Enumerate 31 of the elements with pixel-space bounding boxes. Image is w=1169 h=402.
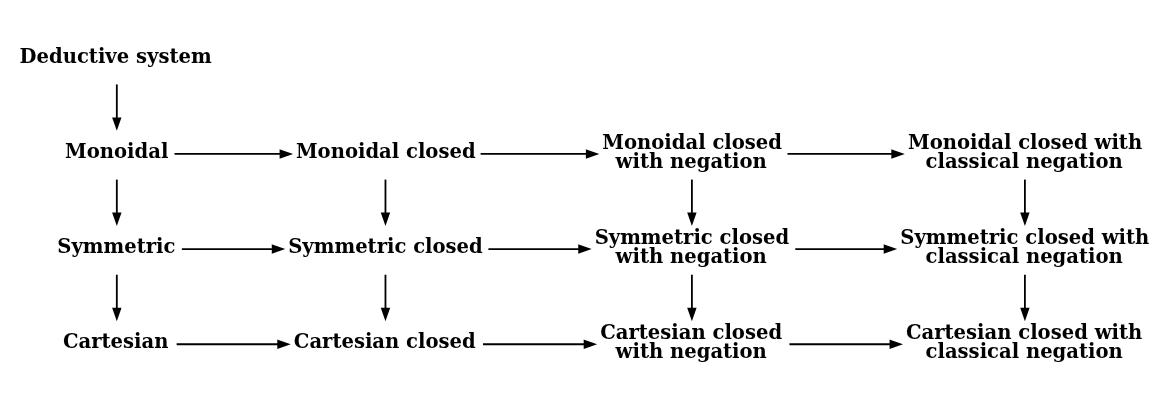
node-text: Symmetric: [57, 234, 176, 258]
arrow: [487, 243, 592, 254]
node-text: Monoidal closed with negation: [602, 130, 783, 173]
arrow: [1020, 178, 1030, 226]
arrow: [112, 83, 122, 131]
node-text: Cartesian closed: [293, 329, 476, 353]
arrow: [112, 273, 122, 321]
arrow: [173, 148, 294, 159]
node-text: Monoidal closed: [295, 139, 476, 163]
node-text: Cartesian closed with negation: [600, 320, 783, 363]
node-text: Deductive system: [19, 44, 212, 68]
node-text: Monoidal closed with classical negation: [908, 130, 1143, 173]
arrow: [380, 178, 391, 226]
arrow: [479, 148, 600, 159]
arrow: [794, 243, 898, 254]
node-text: Monoidal: [65, 139, 169, 163]
arrow: [482, 339, 598, 349]
node-text: Cartesian closed with classical negation: [905, 320, 1143, 363]
arrow: [687, 178, 697, 226]
arrow: [687, 273, 697, 321]
arrow: [380, 273, 391, 321]
arrow: [1020, 273, 1030, 321]
node-text: Symmetric closed: [288, 234, 483, 258]
arrow: [786, 148, 905, 159]
arrow: [788, 339, 904, 349]
node-text: Symmetric closed with negation: [594, 225, 790, 268]
arrow: [175, 339, 291, 349]
arrow: [112, 178, 122, 226]
node-text: Symmetric closed with classical negation: [900, 225, 1150, 268]
node-text: Cartesian: [62, 329, 169, 353]
arrow: [180, 243, 286, 254]
